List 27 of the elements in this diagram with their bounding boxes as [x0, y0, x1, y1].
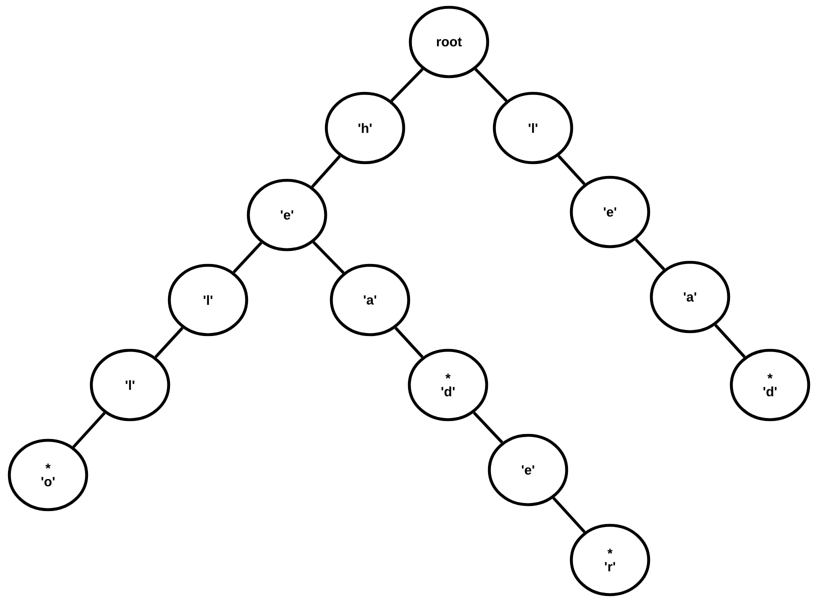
tree-node: 'l' — [492, 92, 574, 164]
tree-node: * 'r' — [570, 524, 650, 596]
tree-node: 'l' — [168, 264, 248, 336]
tree-node: 'a' — [650, 260, 730, 334]
tree-edge — [311, 155, 341, 188]
tree-edge — [394, 326, 424, 358]
tree-edge — [474, 68, 508, 102]
tree-node: 'e' — [570, 176, 650, 248]
tree-node: 'a' — [330, 264, 410, 336]
tree-edge — [232, 242, 262, 274]
tree-node: 'l' — [90, 348, 170, 422]
tree-node: * 'o' — [8, 438, 88, 512]
tree-node: 'e' — [246, 178, 328, 252]
tree-edge — [72, 412, 106, 448]
tree-edge — [552, 496, 586, 534]
tree-edge — [154, 326, 184, 358]
tree-node: * 'd' — [408, 348, 488, 422]
tree-edge — [312, 241, 345, 274]
tree-edge — [557, 154, 586, 186]
tree-node: 'e' — [488, 434, 568, 506]
tree-edge — [714, 324, 746, 358]
tree-edge — [390, 68, 424, 102]
tree-node: root — [408, 6, 490, 78]
tree-edge — [634, 238, 666, 270]
tree-edge — [472, 412, 504, 444]
tree-node: * 'd' — [730, 348, 810, 422]
tree-node: 'h' — [324, 92, 406, 164]
